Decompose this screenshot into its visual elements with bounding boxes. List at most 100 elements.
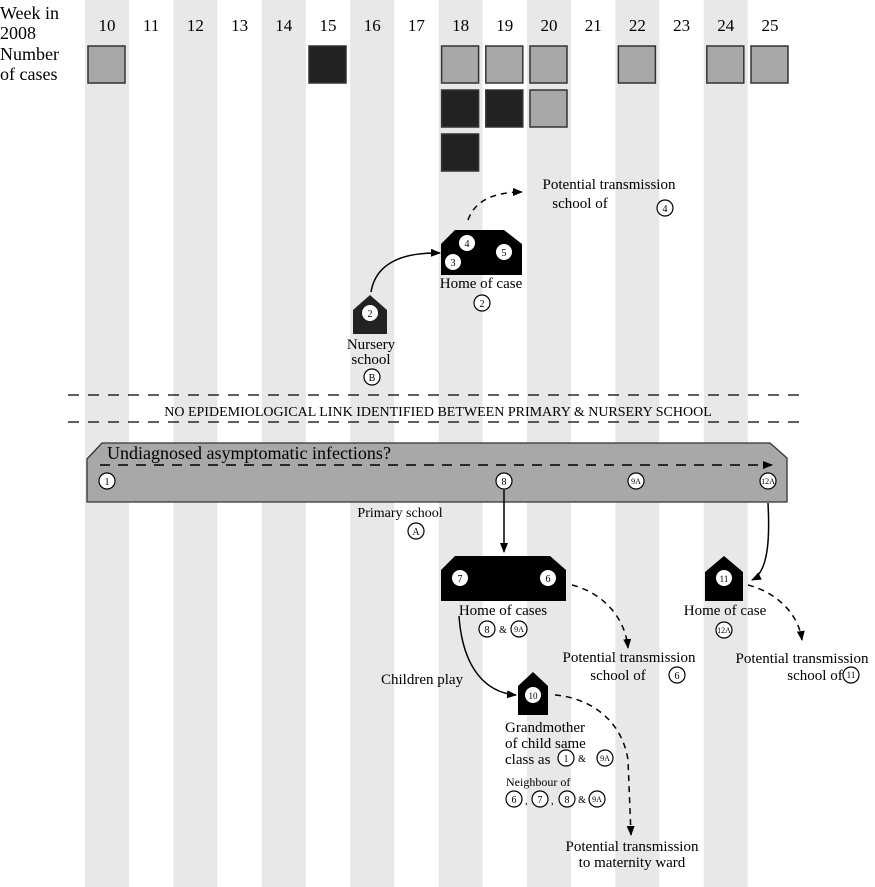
week-label: 20 [541, 16, 558, 35]
case-ref-marker [588, 790, 606, 808]
band-title: Undiagnosed asymptomatic infections? [107, 443, 391, 463]
nursery-case-box [440, 89, 480, 128]
note-line-2: school of [552, 196, 607, 212]
separator-comma: , [525, 795, 528, 807]
primary-case-box [87, 45, 126, 84]
week-label: 13 [231, 16, 248, 35]
transmission-arrow [458, 615, 517, 699]
case-ref-marker [473, 294, 491, 312]
case-marker [452, 570, 468, 586]
nursery-school-label-2: school [351, 352, 390, 368]
home-of-case-2: 4 3 5 Home of case 2 [440, 230, 523, 312]
note-line-1: Potential transmission [736, 651, 869, 667]
week-label: 10 [99, 16, 116, 35]
case-number: 5 [502, 248, 507, 259]
case-ref: 7 [538, 795, 543, 806]
header-labels: Week in 2008 Number of cases [0, 3, 59, 84]
case-ref: 9A [592, 795, 602, 804]
case-number: 4 [465, 239, 470, 250]
home-label: Home of case [440, 276, 523, 292]
case-ref: 6 [512, 795, 517, 806]
case-ref: 9A [600, 754, 610, 763]
school-id: A [412, 527, 420, 538]
case-number: 10 [529, 691, 539, 701]
ampersand: & [499, 625, 507, 636]
case-ref-marker [510, 620, 528, 638]
case-ref-marker [531, 790, 549, 808]
case-number: 12A [761, 477, 775, 486]
case-marker [627, 472, 645, 490]
case-marker [525, 687, 541, 703]
cases-axis-label-2: of cases [0, 64, 57, 84]
nursery-case-box [308, 45, 347, 84]
neighbour-note: Neighbour of 6 , 7 , 8 & 9A [505, 775, 606, 808]
cases-axis-label-1: Number [0, 44, 59, 64]
case-ref-marker [558, 790, 576, 808]
grandmother-line-2: of child same [505, 736, 586, 752]
case-marker [540, 570, 556, 586]
week-label: 21 [585, 16, 602, 35]
case-count-boxes [87, 45, 789, 172]
week-label: 19 [496, 16, 513, 35]
transmission-note-6: Potential transmission school of 6 [563, 650, 696, 684]
week-label: 18 [452, 16, 469, 35]
week-axis-label-1: Week in [0, 3, 59, 23]
case-ref-marker [668, 666, 686, 684]
case-ref-marker [505, 790, 523, 808]
potential-transmission-arrow [467, 188, 523, 221]
transmission-note-11: Potential transmission school of 11 [736, 651, 869, 684]
home-label: Home of case [684, 603, 767, 619]
primary-case-box [617, 45, 657, 84]
case-ref: 8 [485, 625, 490, 636]
case-ref: 9A [514, 625, 524, 634]
primary-case-box [750, 45, 789, 84]
week-label: 16 [364, 16, 381, 35]
primary-school-band-shape [86, 442, 788, 503]
note-line-1: Potential transmission [543, 177, 676, 193]
case-marker [98, 472, 116, 490]
primary-case-box [440, 45, 480, 84]
week-label: 11 [143, 16, 159, 35]
potential-transmission-arrow [571, 584, 632, 649]
primary-school-band: Undiagnosed asymptomatic infections? 1 8… [86, 442, 788, 503]
week-label: 25 [762, 16, 779, 35]
case-number: 3 [451, 258, 456, 269]
case-number: 6 [546, 574, 551, 585]
case-number: 7 [458, 574, 463, 585]
case-number: 1 [105, 477, 110, 488]
separator-comma: , [551, 795, 554, 807]
week-label: 22 [629, 16, 646, 35]
nursery-school: 2 Nursery school B [347, 295, 396, 386]
case-ref: 8 [565, 795, 570, 806]
school-id: B [369, 373, 376, 384]
case-marker [459, 235, 475, 251]
note-line-2: school of [787, 668, 842, 684]
nursery-case-box [440, 133, 480, 172]
school-id-marker [407, 522, 425, 540]
case-ref: 11 [847, 670, 856, 680]
week-label: 23 [673, 16, 690, 35]
home-label: Home of cases [459, 603, 547, 619]
note-line-2: to maternity ward [579, 855, 686, 871]
primary-case-box [529, 89, 568, 128]
primary-case-box [529, 45, 568, 84]
case-number: 2 [368, 309, 373, 320]
case-ref: 4 [663, 204, 668, 215]
neighbour-label: Neighbour of [506, 775, 570, 789]
school-id-marker [363, 368, 381, 386]
separator-text: NO EPIDEMIOLOGICAL LINK IDENTIFIED BETWE… [164, 405, 712, 420]
note-line-1: Potential transmission [566, 839, 699, 855]
primary-case-box [706, 45, 745, 84]
transmission-note-4: Potential transmission school of 4 [543, 177, 676, 217]
case-ref-marker [656, 199, 674, 217]
case-marker [362, 305, 378, 321]
primary-school-label: Primary school [357, 506, 442, 521]
case-ref-marker [478, 620, 496, 638]
case-marker [495, 472, 513, 490]
case-ref: 12A [717, 626, 731, 635]
ampersand: & [578, 795, 586, 806]
grandmother-line-3: class as [505, 752, 551, 768]
home-of-cases-8-9a: 7 6 Home of cases 8 & 9A [441, 556, 566, 638]
case-ref-marker [715, 621, 733, 639]
